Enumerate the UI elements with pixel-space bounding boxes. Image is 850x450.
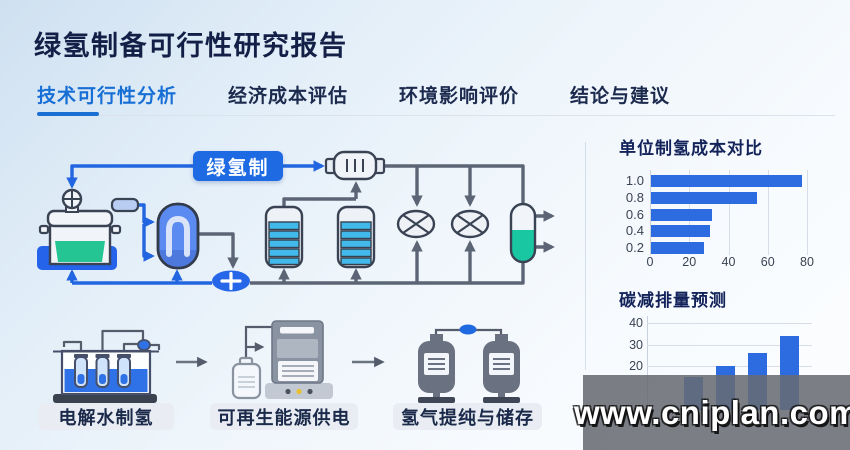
y-tick-label: 1.0: [625, 173, 644, 188]
power-supply-icon: [231, 320, 333, 400]
u-tube-vessel-icon: [156, 202, 200, 270]
separator-vessel-icon: [509, 202, 537, 264]
y-tick-label: 0.2: [625, 240, 644, 256]
plus-mixer-icon: [212, 270, 250, 292]
bar: [651, 191, 757, 204]
y-tick-label: 0.8: [625, 189, 644, 205]
bar: [651, 242, 704, 255]
bar: [651, 208, 712, 221]
y-tick-label: 40: [629, 315, 643, 330]
y-tick-label: 20: [629, 359, 643, 374]
y-tick-label: 0.6: [625, 206, 644, 222]
stage-label-renewable-power: 可再生能源供电: [210, 403, 358, 430]
adsorption-column-icon: [264, 205, 376, 269]
panel-divider: [585, 142, 586, 370]
tab-bar: 技术可行性分析 经济成本评估 环境影响评价 结论与建议: [37, 81, 670, 108]
x-tick-label: 20: [682, 255, 697, 269]
x-tick-label: 0: [646, 255, 654, 269]
chart-title: 碳减排量预测: [619, 291, 727, 310]
blue-flow-lines: [66, 160, 325, 285]
tab-divider: [35, 115, 835, 116]
x-tick-label: 80: [800, 255, 814, 269]
gridline: [807, 170, 808, 255]
storage-tank-icon: [418, 324, 520, 403]
pipe-fitting-icon: [110, 197, 140, 213]
watermark-banner: www.cniplan.com: [574, 375, 850, 450]
stage-label-purification-storage: 氢气提纯与储存: [393, 403, 542, 430]
y-tick-label: 30: [629, 337, 643, 352]
chart-title: 单位制氢成本对比: [619, 139, 763, 158]
bar: [651, 225, 710, 238]
tab-environmental-impact[interactable]: 环境影响评价: [399, 86, 520, 107]
watermark-text: www.cniplan.com: [574, 393, 850, 431]
gray-flow-lines: [198, 164, 555, 285]
page-title: 绿氢制备可行性研究报告: [34, 31, 348, 61]
tab-conclusions[interactable]: 结论与建议: [570, 86, 671, 107]
gridline: [767, 170, 769, 255]
filter-exchanger-icon: [324, 150, 386, 181]
gridline: [728, 170, 730, 255]
bar: [651, 175, 803, 187]
active-tab-indicator: [37, 112, 99, 116]
reactor-pot-icon: [37, 188, 122, 270]
x-tick-label: 40: [721, 255, 736, 269]
x-tick-label: 60: [760, 255, 775, 269]
y-axis-line: [650, 170, 651, 255]
stage-label-electrolysis: 电解水制氢: [38, 403, 174, 430]
y-tick-label: 0.4: [625, 223, 644, 239]
y-axis-line: [647, 316, 648, 410]
electrolyzer-icon: [53, 329, 161, 403]
gridline: [647, 344, 812, 346]
tab-economic-cost[interactable]: 经济成本评估: [228, 86, 349, 107]
gridline: [647, 322, 812, 324]
tab-technical-feasibility[interactable]: 技术可行性分析: [37, 86, 178, 107]
flow-label-badge: 绿氢制: [193, 151, 283, 181]
mixing-valve-icon: [396, 209, 490, 239]
